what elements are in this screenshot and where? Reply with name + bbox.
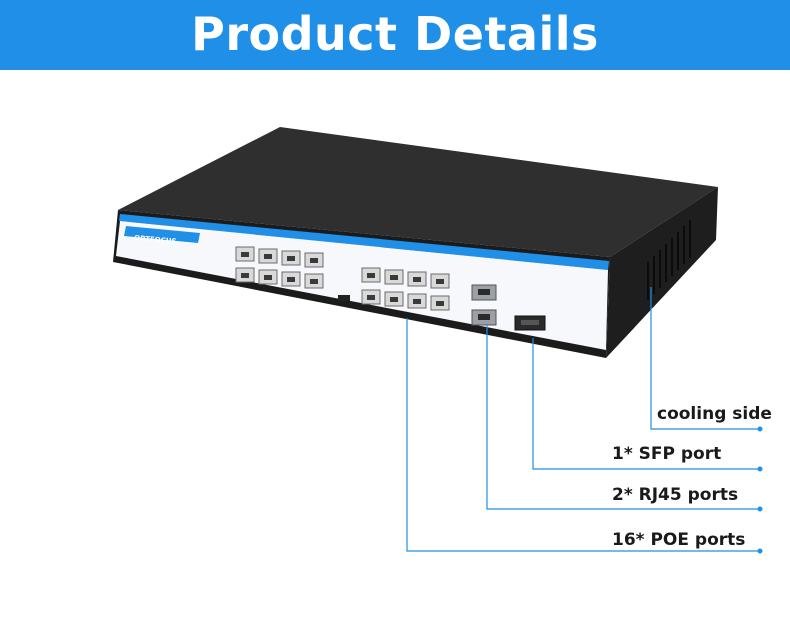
callout-dot — [757, 426, 763, 432]
callout-rj45-ports: 2* RJ45 ports — [612, 485, 739, 505]
callout-lines — [406, 287, 760, 552]
callout-poe-ports: 16* POE ports — [612, 530, 746, 550]
callout-dot — [757, 506, 763, 512]
page-title: Product Details — [191, 7, 599, 61]
network-switch-image: OPTFOCUS — [113, 127, 763, 554]
switch-top-surface — [118, 127, 718, 257]
title-banner: Product Details — [0, 0, 790, 70]
callout-sfp-port: 1* SFP port — [612, 444, 722, 464]
callout-dot — [757, 548, 763, 554]
callout-cooling-side: cooling side — [657, 404, 772, 424]
brand-logo: OPTFOCUS — [134, 234, 177, 246]
sfp-port — [514, 315, 546, 331]
cooling-vents — [647, 220, 691, 300]
rj45-uplink-ports — [471, 284, 497, 326]
callout-dot — [757, 466, 763, 472]
